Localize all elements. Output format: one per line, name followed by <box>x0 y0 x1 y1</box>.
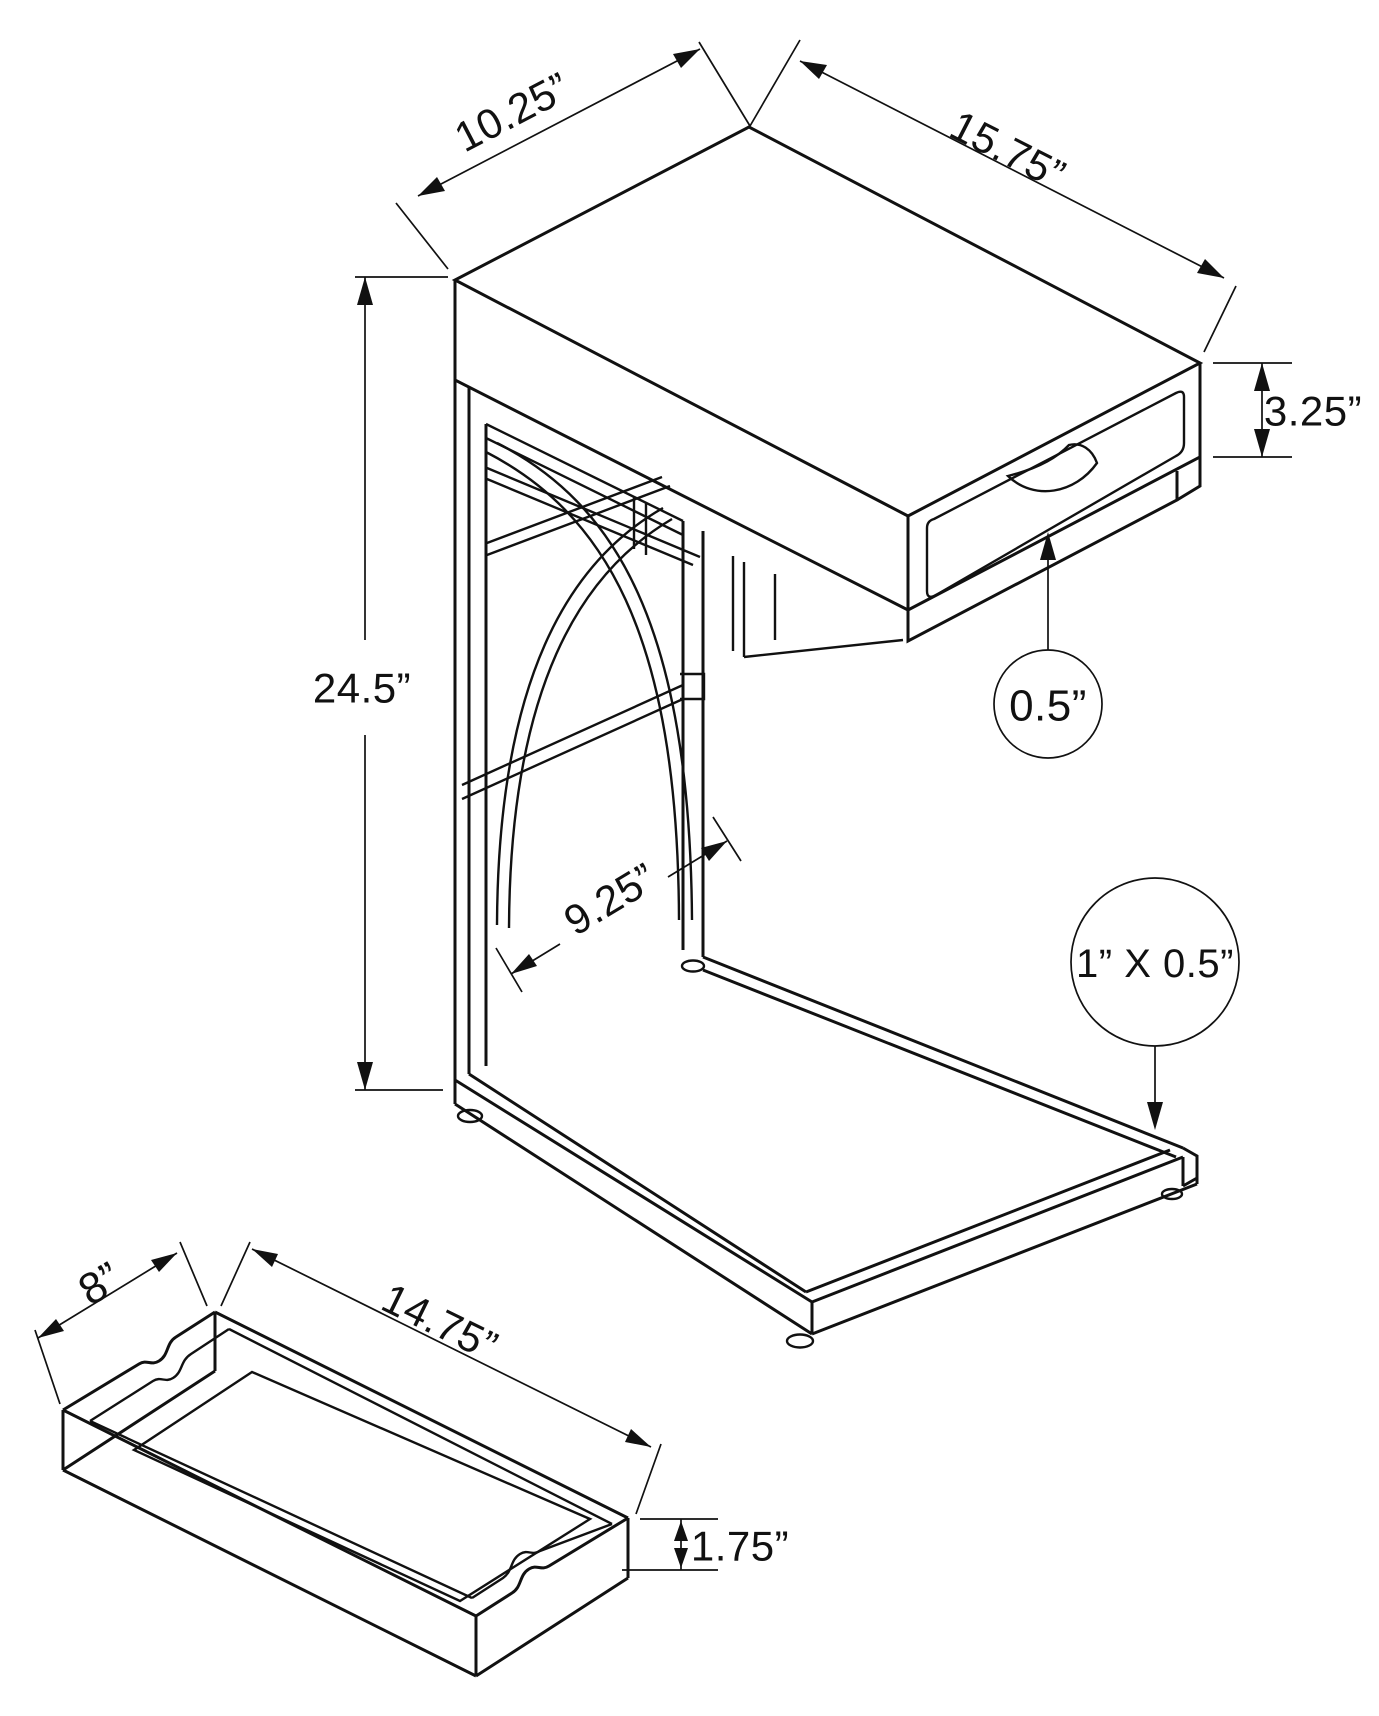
side-panel-front-stile <box>681 521 705 957</box>
tray-bottom-edges <box>62 1369 629 1678</box>
rim-right-leg <box>1176 457 1202 502</box>
lattice-arc-right <box>485 441 694 921</box>
base-near-left-rail <box>454 1072 813 1336</box>
tray-inner-rim <box>89 1327 613 1600</box>
main-view-table <box>451 125 1204 1349</box>
dimension-tray-height: 1.75” <box>622 1518 789 1571</box>
tray-rim-back-right <box>214 1310 629 1520</box>
drawer-box-back-edges <box>731 556 904 659</box>
tray-rim-back-left-scallop <box>62 1310 216 1412</box>
dimension-drawer-face-height: 3.25” <box>1213 362 1362 458</box>
drawer-bottom-rim <box>906 471 1179 644</box>
foot-front <box>785 1333 815 1349</box>
drawer-handle-scoop <box>1005 443 1099 493</box>
dimension-overall-height: 24.5” <box>313 276 448 1091</box>
foot-left <box>456 1108 484 1124</box>
base-near-right-rail <box>805 1148 1198 1336</box>
callout-frame-tube: 1” X 0.5” <box>1070 877 1240 1130</box>
foot-spine <box>680 959 706 973</box>
foot-right <box>1160 1187 1184 1201</box>
label-drawer-face-height: 3.25” <box>1264 388 1362 435</box>
base-far-rail <box>702 955 1184 1159</box>
lattice-arc-left <box>495 506 673 929</box>
callout-drawer-trim: 0.5” <box>993 532 1103 759</box>
tabletop-left-face <box>453 280 910 613</box>
side-panel-cross-rail <box>461 683 684 801</box>
drawer-front-panel <box>925 390 1186 598</box>
label-frame-tube: 1” X 0.5” <box>1076 942 1234 986</box>
tray-view-drawer <box>61 1310 630 1678</box>
lattice-strut <box>632 497 648 555</box>
rail-bracket <box>680 672 706 701</box>
tray-rim-front-right-scallop <box>475 1516 629 1618</box>
label-tray-height: 1.75” <box>691 1523 789 1570</box>
lattice-diagonal-2 <box>486 475 671 557</box>
side-panel-back-stile <box>453 380 488 1104</box>
tray-corner-verticals <box>61 1312 630 1676</box>
lattice-diagonal-1 <box>486 466 701 567</box>
label-overall-height: 24.5” <box>313 665 411 712</box>
base-right-corner <box>1181 1146 1199 1188</box>
label-drawer-trim: 0.5” <box>1009 682 1087 731</box>
tray-floor <box>131 1370 593 1603</box>
